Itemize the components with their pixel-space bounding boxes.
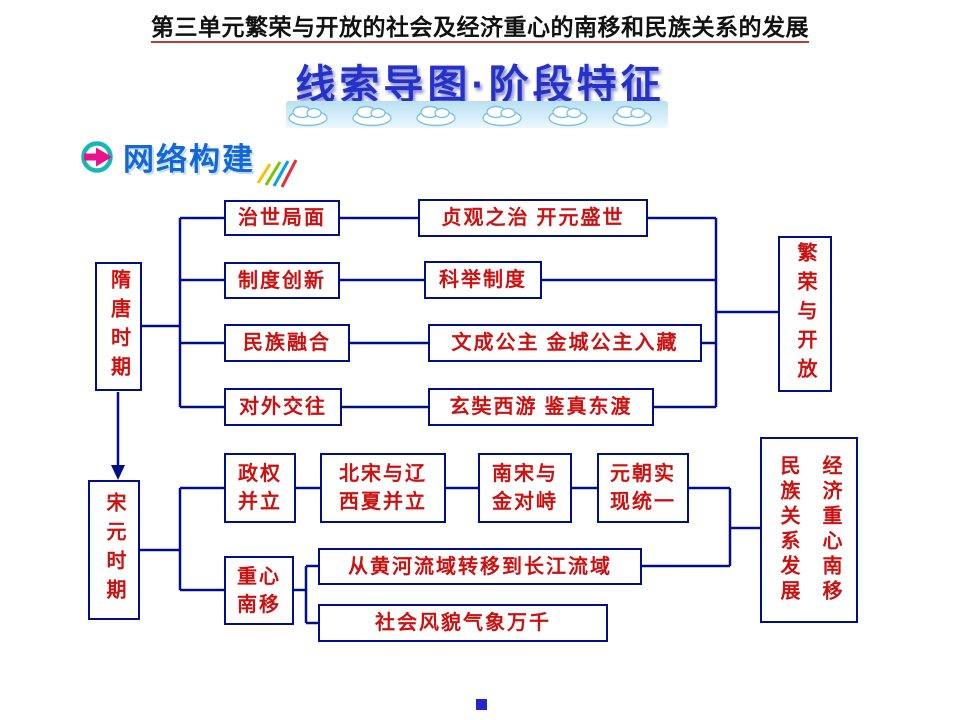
section-label: 网络构建 [123,141,255,177]
summary-box-songyuan: 民族关系发展 经济重心南移 [760,437,858,623]
down-arrowhead [111,465,125,480]
period-label-song-yuan: 宋元时期 [103,492,125,608]
summary-label-economic-shift: 经济重心南移 [819,455,841,605]
shift-detail-social-outlook: 社会风貌气象万千 [318,604,608,642]
suitang-detail-keju: 科举制度 [424,261,542,299]
suitang-topic-governance: 治世局面 [224,200,340,236]
rainbow-streaks-icon [256,159,298,188]
chain-box-yuan-unification: 元朝实 现统一 [597,453,689,523]
period-box-sui-tang: 隋唐时期 [95,262,142,391]
chain-box-regimes-coexist: 政权 并立 [224,453,296,523]
banner-title: 线索导图·阶段特征 [295,63,665,107]
suitang-topic-institutions: 制度创新 [224,262,340,299]
section-header: 网络构建 [78,134,255,178]
arrow-circle-icon [81,141,113,173]
shift-detail-yellow-to-yangtze: 从黄河流域转移到长江流域 [318,548,642,585]
suitang-detail-golden-ages: 贞观之治 开元盛世 [418,199,648,237]
suitang-detail-xuanzang-jianzhen: 玄奘西游 鉴真东渡 [428,388,654,426]
page-marker [476,699,487,710]
period-box-song-yuan: 宋元时期 [88,480,140,620]
chain-box-nansong-jin: 南宋与 金对峙 [478,453,572,523]
chain-box-beisong-liao-xixia: 北宋与辽 西夏并立 [320,453,446,523]
period-label-sui-tang: 隋唐时期 [107,268,130,385]
summary-label-prosperity: 繁荣与开放 [794,241,816,387]
suitang-detail-princesses: 文成公主 金城公主入藏 [428,324,702,362]
summary-label-ethnic-relations: 民族关系发展 [777,455,799,605]
suitang-topic-foreign-relations: 对外交往 [224,388,342,426]
summary-box-prosperity: 繁荣与开放 [778,236,832,392]
page-title: 第三单元繁荣与开放的社会及经济重心的南移和民族关系的发展 [0,8,960,43]
clouds-icon [288,105,652,127]
shift-topic-box: 重心 南移 [224,556,294,625]
cloud-band [286,101,668,128]
suitang-topic-ethnic-fusion: 民族融合 [224,324,350,362]
